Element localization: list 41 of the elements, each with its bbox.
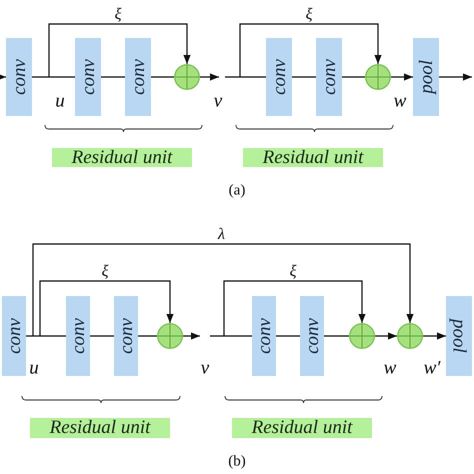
arrow [183, 332, 200, 340]
panel-caption: (a) [228, 184, 246, 198]
variable-label: v [200, 358, 210, 378]
unit-label: Residual unit [243, 148, 383, 167]
variable-label: v [214, 92, 222, 110]
layer-box: conv [300, 296, 324, 376]
edge-label: ξ [304, 7, 314, 23]
arrow [423, 332, 446, 340]
layer-box: conv [66, 296, 90, 376]
arrow [391, 73, 413, 81]
arrow [0, 73, 6, 81]
arrow [32, 243, 414, 336]
layer-box: pool [413, 38, 439, 116]
variable-label: u [55, 92, 65, 110]
layer-box: conv [266, 38, 292, 116]
unit-label: Residual unit [30, 418, 170, 438]
layer-box: conv [125, 38, 151, 116]
layer-box: conv [252, 296, 276, 376]
layer-box: conv [6, 38, 32, 116]
arrow [200, 73, 219, 81]
edge-label: ξ [288, 264, 298, 280]
edge-label: ξ [114, 7, 122, 23]
arrow [375, 332, 397, 340]
variable-label: u [29, 358, 39, 378]
arrow [223, 280, 366, 336]
layer-box: conv [316, 38, 342, 116]
arrow [239, 23, 382, 77]
layer-box: conv [114, 296, 138, 376]
layer-box: conv [2, 296, 26, 376]
unit-label: Residual unit [232, 418, 372, 438]
layer-box: pool [446, 296, 472, 376]
arrow [439, 73, 472, 81]
layer-box: conv [75, 38, 101, 116]
edge-label: ξ [100, 264, 110, 280]
panel-caption: (b) [228, 454, 246, 470]
variable-label: w [384, 358, 396, 378]
variable-label: w′ [424, 358, 440, 378]
arrow [48, 23, 191, 77]
variable-label: w [394, 92, 406, 110]
unit-label: Residual unit [52, 148, 192, 167]
arrow [39, 280, 174, 336]
